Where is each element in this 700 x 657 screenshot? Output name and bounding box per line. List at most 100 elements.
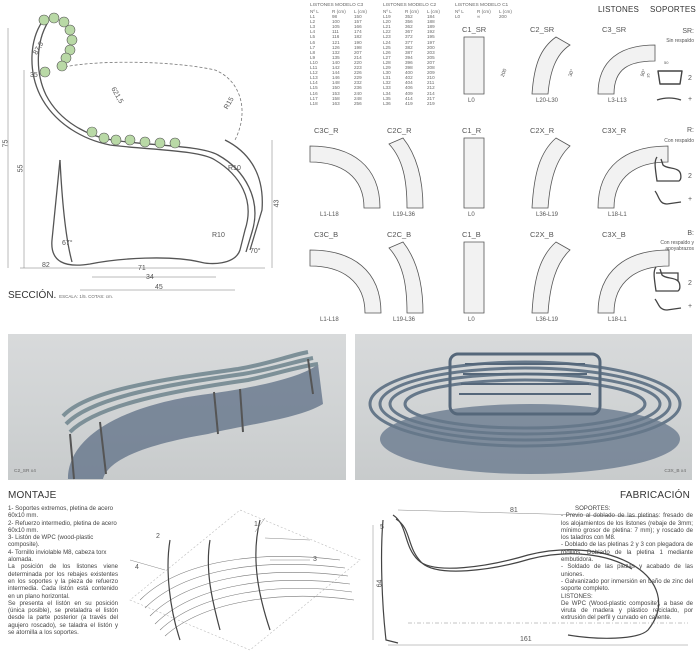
slat-outline	[531, 137, 571, 209]
soportes-heading: SOPORTES:	[575, 505, 611, 512]
table-cell: L7	[310, 44, 316, 50]
header-cell: L (cm)	[427, 9, 440, 14]
section-scale: ESCALA: 1/5. COTAS: cm.	[59, 294, 114, 299]
soporte-b-plate-icon	[654, 298, 682, 311]
profile-range: L18-L1	[608, 317, 627, 323]
profile-name: C2X_B	[530, 230, 554, 239]
table-cell: 404	[405, 80, 413, 86]
slat-section	[39, 66, 51, 78]
table-cell: 188	[427, 19, 435, 25]
section-title-text: SECCIÓN.	[8, 290, 57, 301]
table-cell: L6	[310, 39, 316, 45]
table-cell: 212	[427, 85, 435, 91]
table-cell: 144	[332, 70, 340, 76]
dim-5: 5	[380, 524, 384, 531]
table-cell: 367	[405, 29, 413, 35]
slat-outline	[388, 137, 424, 209]
table-cell: L21	[383, 24, 391, 30]
table-cell: 132	[332, 49, 340, 55]
table-cell: 229	[354, 75, 362, 81]
fab-step: - Soldado de las piezas y acabado de las…	[561, 563, 693, 578]
soporte-code: R:	[687, 127, 694, 134]
table-cell: L27	[383, 54, 391, 60]
header-cell: L (cm)	[354, 9, 367, 14]
table-row: L21 362 189	[383, 24, 449, 29]
table-cell: L17	[310, 95, 318, 101]
profile-shape	[597, 44, 656, 95]
table-cell: 362	[405, 24, 413, 30]
profile-range: L0	[468, 317, 475, 323]
table-cell: 248	[354, 95, 362, 101]
slat-section	[86, 126, 98, 138]
table-cell: 135	[332, 54, 340, 60]
dim-75: 75	[2, 139, 10, 148]
table-cell: 402	[405, 75, 413, 81]
table-cell: L16	[310, 90, 318, 96]
table-cell: L22	[383, 29, 391, 35]
dim-161: 161	[520, 636, 532, 643]
table-cell: 396	[405, 59, 413, 65]
table-cell: 157	[354, 19, 362, 25]
slat-section	[48, 12, 60, 24]
profile-name: C3C_B	[314, 230, 339, 239]
dim-71b: 71	[138, 265, 146, 272]
table-cell: 400	[405, 70, 413, 76]
soporte-plus: +	[688, 196, 693, 203]
soporte-desc: Sin respaldo	[666, 38, 694, 44]
table-cell: 211	[427, 80, 435, 86]
table-cell: 398	[405, 65, 413, 71]
profile-shape	[463, 241, 485, 314]
angle-67: 67°	[62, 240, 73, 247]
table-cell: L3	[310, 24, 316, 30]
header-cell: L (cm)	[499, 9, 512, 14]
profile-name: C2C_B	[387, 230, 412, 239]
table-cell: 209	[427, 70, 435, 76]
slat-outline	[531, 36, 571, 95]
table-cell: 184	[427, 14, 435, 20]
profile-name: C3X_R	[602, 126, 627, 135]
table-cell: L12	[310, 70, 318, 76]
angle-70: 70°	[250, 248, 261, 255]
render-caption: C3X_B x4	[664, 469, 686, 474]
table-cell: 200	[499, 14, 507, 20]
profile-range: L0	[468, 212, 475, 218]
fab-step: - Galvanizado por inmersión en baño de z…	[561, 577, 693, 593]
table-cell: 419	[405, 100, 413, 106]
soporte-plus: +	[688, 96, 693, 103]
slat-outline	[309, 249, 382, 314]
table-cell: 352	[405, 14, 413, 20]
table-cell: 236	[354, 85, 362, 91]
table-cell: 198	[354, 44, 362, 50]
fab-step: - Previo al doblado de las pletinas: fre…	[561, 512, 693, 542]
profile-range: L20-L30	[536, 98, 559, 104]
montaje-item: 1- Soportes extremos, pletina de acero 6…	[8, 505, 114, 520]
profile-range: L36-L19	[536, 317, 559, 323]
angle-82: 82	[42, 262, 50, 269]
table-cell: L13	[310, 75, 318, 81]
slat-section	[66, 34, 78, 46]
soporte-desc: Con respaldo	[664, 138, 694, 144]
profile-range: L36-L19	[536, 212, 559, 218]
profile-range: L1-L18	[320, 212, 339, 218]
table-cell: L34	[383, 90, 391, 96]
profile-shape	[463, 137, 485, 209]
table-cell: 409	[405, 90, 413, 96]
table-cell: 148	[332, 80, 340, 86]
table-title: LISTONES MODELO C2	[383, 3, 437, 8]
table-cell: 382	[405, 44, 413, 50]
slat-outline	[388, 241, 424, 314]
table-cell: 189	[427, 24, 435, 30]
table-cell: 387	[405, 49, 413, 55]
